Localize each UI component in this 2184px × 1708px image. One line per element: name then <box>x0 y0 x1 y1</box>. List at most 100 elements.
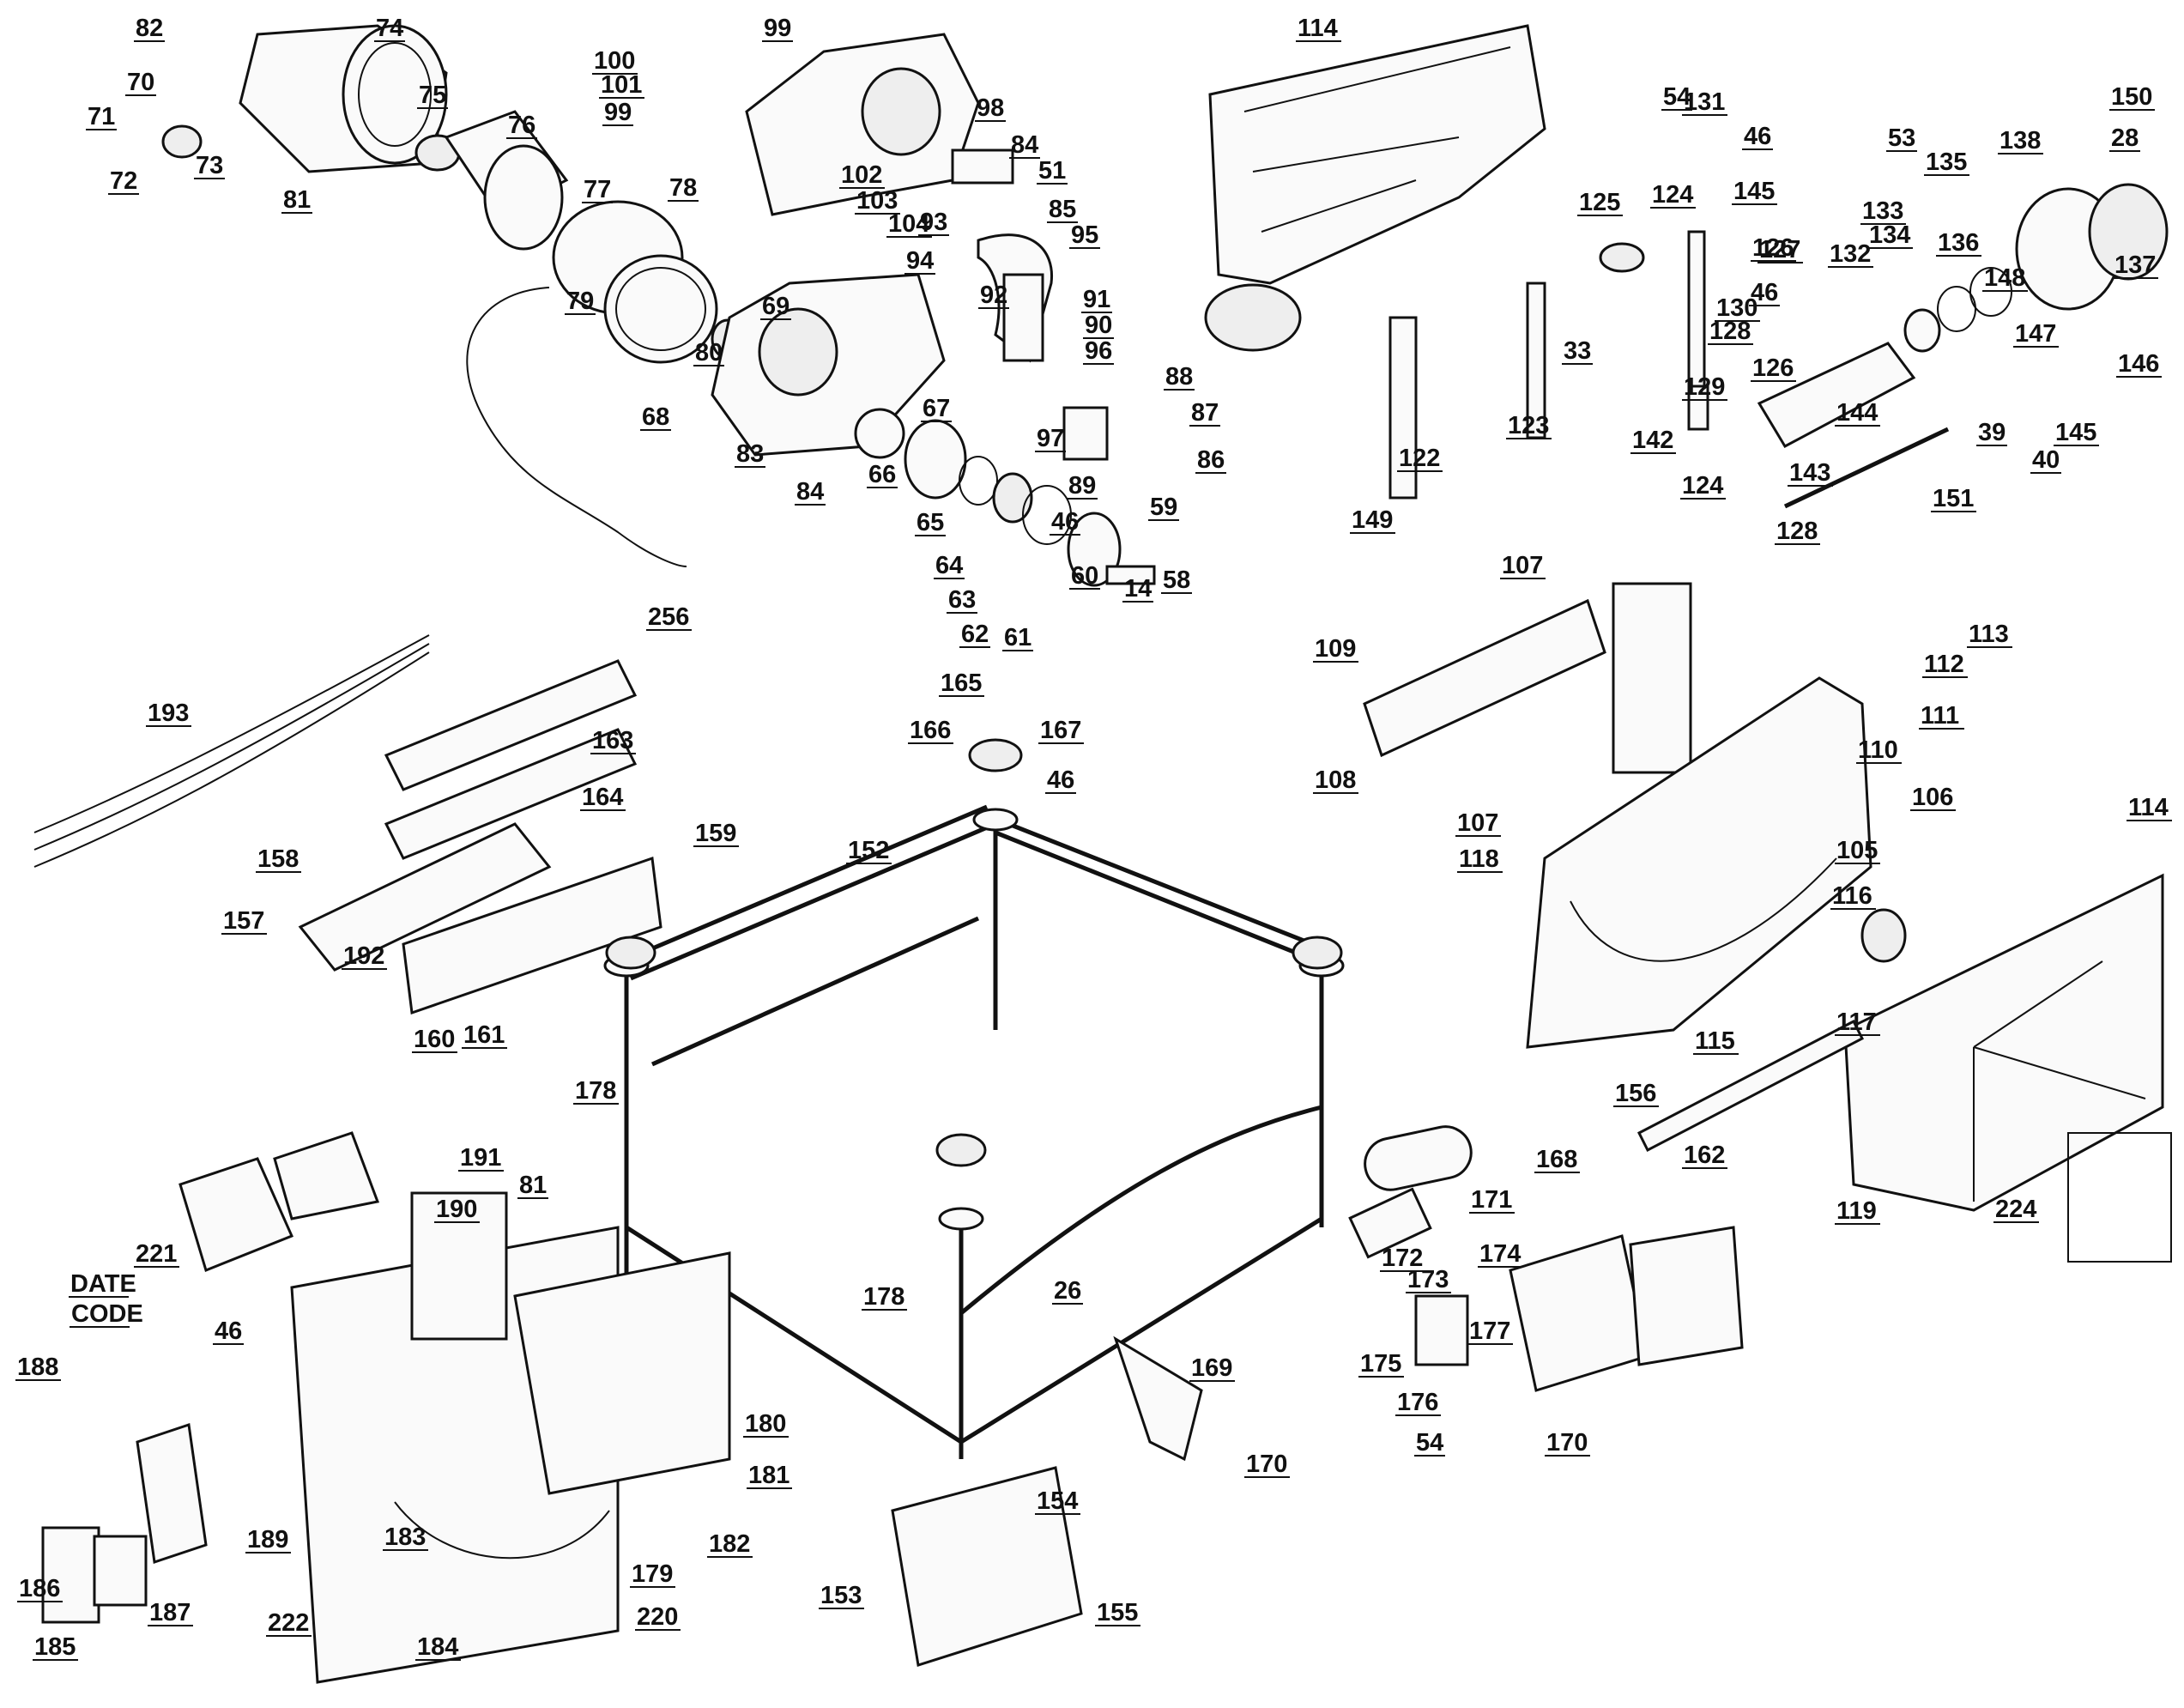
part-label: 160 <box>414 1026 455 1053</box>
part-label: 89 <box>1068 472 1096 500</box>
part-label: 222 <box>268 1609 309 1637</box>
part-label: 178 <box>863 1283 904 1311</box>
part-label: 125 <box>1579 189 1620 216</box>
part-label: 162 <box>1684 1142 1725 1169</box>
part-label: 176 <box>1397 1389 1438 1416</box>
part-label: 46 <box>1051 508 1079 536</box>
part-label: DATE <box>70 1270 136 1298</box>
part-label: 90 <box>1085 312 1112 339</box>
part-label: 193 <box>148 700 189 727</box>
part-label: 86 <box>1197 446 1225 474</box>
part-label: 184 <box>417 1633 458 1661</box>
part-label: 171 <box>1471 1186 1512 1214</box>
part-label: 68 <box>642 403 669 431</box>
part-label: 72 <box>110 167 137 195</box>
part-label: 111 <box>1921 702 1959 730</box>
part-label: 58 <box>1163 566 1190 594</box>
part-label: 173 <box>1407 1266 1449 1293</box>
part-label: 14 <box>1124 575 1152 603</box>
part-label: 153 <box>820 1582 862 1609</box>
part-label: 159 <box>695 820 736 847</box>
part-label: 132 <box>1830 240 1871 268</box>
part-label: 144 <box>1836 399 1878 427</box>
part-label: 154 <box>1037 1487 1078 1515</box>
part-label: 224 <box>1995 1196 2036 1223</box>
gear-case-upper <box>745 33 1054 363</box>
part-label: 156 <box>1615 1080 1656 1107</box>
part-label: 128 <box>1709 318 1751 345</box>
part-label: 123 <box>1508 412 1549 439</box>
part-label: 98 <box>977 94 1004 122</box>
part-label: 124 <box>1652 181 1693 209</box>
bevel-bracket <box>1757 183 2169 509</box>
part-label: 155 <box>1097 1599 1138 1626</box>
part-label: 170 <box>1546 1429 1588 1457</box>
part-label: 117 <box>1836 1008 1877 1036</box>
part-label: 185 <box>34 1633 76 1661</box>
part-label: 187 <box>149 1599 191 1626</box>
part-label: 84 <box>1011 131 1038 159</box>
part-label: 161 <box>463 1021 505 1049</box>
part-label: 148 <box>1984 264 2025 292</box>
part-label: 60 <box>1071 562 1098 590</box>
part-label: 101 <box>601 71 642 99</box>
part-label: 106 <box>1912 784 1953 811</box>
part-label: 61 <box>1004 624 1032 651</box>
part-label: 112 <box>1924 651 1964 678</box>
part-label: 133 <box>1862 197 1903 225</box>
part-label: 81 <box>519 1172 547 1199</box>
part-label: 221 <box>136 1240 177 1268</box>
part-label: 74 <box>376 15 403 42</box>
part-label: 79 <box>566 288 594 315</box>
part-label: 110 <box>1858 736 1898 764</box>
part-label: 131 <box>1684 88 1725 116</box>
front-panel <box>290 1191 731 1684</box>
part-label: 69 <box>762 293 790 320</box>
part-label: 158 <box>257 845 299 873</box>
motor-housing <box>161 24 461 173</box>
part-label: 109 <box>1315 635 1356 663</box>
part-label: 97 <box>1037 425 1064 452</box>
part-label: 108 <box>1315 766 1356 794</box>
part-label: 78 <box>669 174 697 202</box>
part-label: 137 <box>2114 251 2156 279</box>
part-label: 146 <box>2118 350 2159 378</box>
part-label: 107 <box>1457 809 1498 837</box>
part-label: 152 <box>848 837 889 864</box>
part-label: 177 <box>1469 1317 1510 1345</box>
part-label: 175 <box>1360 1350 1401 1378</box>
part-label: 145 <box>2055 419 2096 446</box>
part-label: 66 <box>868 461 896 488</box>
part-label: 174 <box>1479 1240 1521 1268</box>
part-label: 76 <box>508 112 535 139</box>
part-label: 62 <box>961 621 989 648</box>
part-label: 92 <box>980 282 1007 309</box>
part-label: 114 <box>2128 794 2169 821</box>
part-label: 28 <box>2111 124 2139 152</box>
part-label: 220 <box>637 1603 678 1631</box>
wheel-housings-bottom <box>891 1226 1744 1667</box>
part-label: 178 <box>575 1077 616 1105</box>
part-label: 170 <box>1246 1451 1287 1478</box>
part-label: 46 <box>1047 766 1074 794</box>
part-label: 88 <box>1165 363 1193 391</box>
part-label: 93 <box>920 209 947 236</box>
pedal-assembly <box>1113 1187 1469 1462</box>
part-label: 71 <box>88 103 115 130</box>
part-label: 77 <box>584 176 611 203</box>
part-label: 166 <box>910 717 951 744</box>
part-label: 96 <box>1085 337 1112 365</box>
part-label: 83 <box>736 440 764 468</box>
part-label: 73 <box>196 152 223 179</box>
part-label: 124 <box>1682 472 1723 500</box>
part-label: 164 <box>582 784 623 811</box>
part-label: 104 <box>888 210 929 238</box>
part-label: 46 <box>215 1317 242 1345</box>
part-label: 102 <box>841 161 882 189</box>
part-label: 53 <box>1888 124 1915 152</box>
part-label: 100 <box>594 47 635 75</box>
part-label: 118 <box>1459 845 1499 873</box>
part-label: 64 <box>935 552 963 579</box>
part-label: 103 <box>856 187 898 215</box>
